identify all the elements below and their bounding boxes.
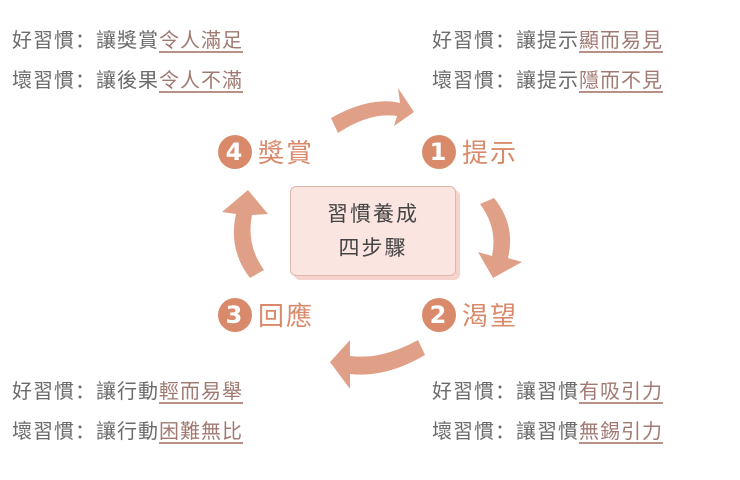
- note-emphasis: 有吸引力: [579, 379, 663, 403]
- note-prefix: 壞習慣：讓提示: [432, 68, 579, 92]
- note-response-good: 好習慣：讓行動輕而易舉: [12, 381, 243, 401]
- arrow-craving-to-response: [330, 340, 425, 389]
- note-emphasis: 困難無比: [159, 419, 243, 443]
- note-prefix: 壞習慣：讓習慣: [432, 419, 579, 443]
- note-emphasis: 輕而易舉: [159, 379, 243, 403]
- note-prefix: 好習慣：讓習慣: [432, 379, 579, 403]
- step-number-badge: 4: [218, 134, 252, 169]
- note-prefix: 壞習慣：讓後果: [12, 68, 159, 92]
- note-emphasis: 隱而不見: [579, 68, 663, 92]
- card-face: 習慣養成 四步驟: [290, 186, 456, 276]
- center-title-line2: 四步驟: [338, 236, 408, 260]
- step-cue: 1 提示: [422, 133, 518, 170]
- note-emphasis: 令人滿足: [159, 28, 243, 52]
- center-title-line1: 習慣養成: [327, 202, 419, 226]
- note-reward-bad: 壞習慣：讓後果令人不滿: [12, 70, 243, 90]
- note-craving-bad: 壞習慣：讓習慣無錫引力: [432, 421, 663, 441]
- note-prefix: 好習慣：讓行動: [12, 379, 159, 403]
- note-prefix: 好習慣：讓提示: [432, 28, 579, 52]
- note-response-bad: 壞習慣：讓行動困難無比: [12, 421, 243, 441]
- note-emphasis: 無錫引力: [579, 419, 663, 443]
- note-cue-bad: 壞習慣：讓提示隱而不見: [432, 70, 663, 90]
- center-card: 習慣養成 四步驟: [290, 186, 460, 280]
- arrow-reward-to-cue: [331, 88, 414, 133]
- note-craving-good: 好習慣：讓習慣有吸引力: [432, 381, 663, 401]
- note-prefix: 好習慣：讓獎賞: [12, 28, 159, 52]
- note-cue-good: 好習慣：讓提示顯而易見: [432, 30, 663, 50]
- step-label: 獎賞: [258, 139, 315, 169]
- step-reward: 4 獎賞: [218, 133, 314, 170]
- step-label: 提示: [462, 139, 519, 169]
- step-craving: 2 渴望: [422, 296, 518, 333]
- arrow-response-to-reward: [222, 190, 268, 278]
- note-emphasis: 顯而易見: [579, 28, 663, 52]
- arrow-cue-to-craving: [478, 198, 522, 278]
- step-number-badge: 1: [422, 134, 456, 169]
- step-number-badge: 3: [218, 297, 252, 332]
- step-number-badge: 2: [422, 297, 456, 332]
- note-emphasis: 令人不滿: [159, 68, 243, 92]
- note-prefix: 壞習慣：讓行動: [12, 419, 159, 443]
- note-reward-good: 好習慣：讓獎賞令人滿足: [12, 30, 243, 50]
- step-label: 渴望: [462, 302, 519, 332]
- step-label: 回應: [258, 302, 315, 332]
- step-response: 3 回應: [218, 296, 314, 333]
